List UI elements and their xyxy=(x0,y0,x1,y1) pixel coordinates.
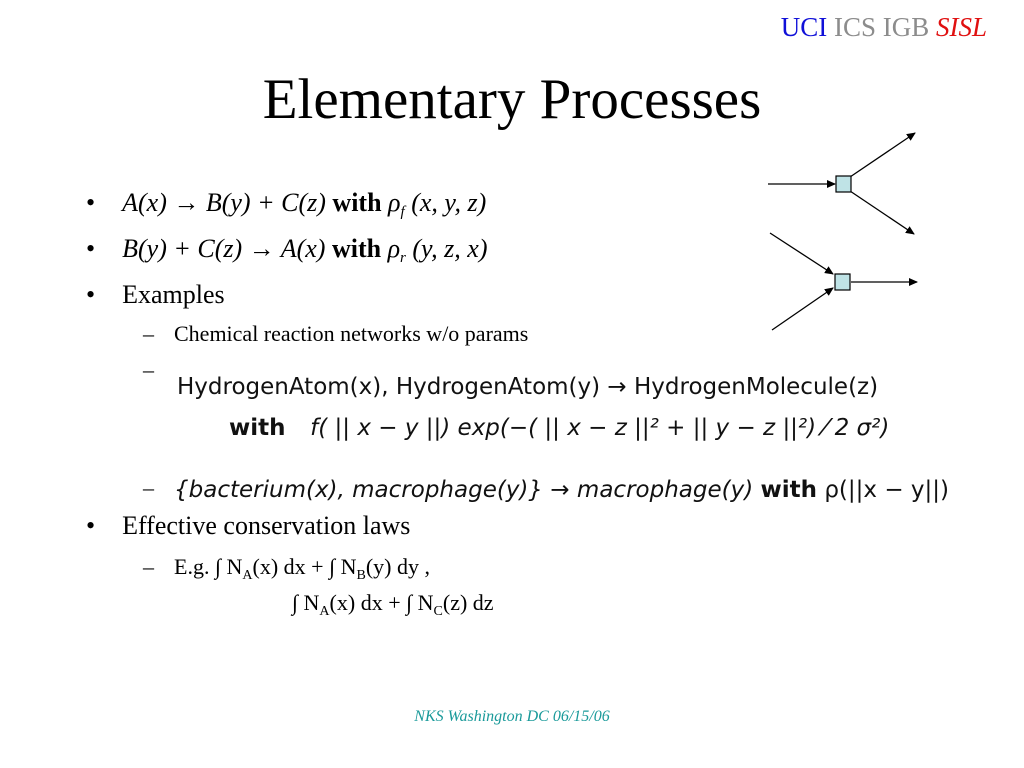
input-arrow-up xyxy=(769,232,834,275)
bacterium-equation: {bacterium(x), macrophage(y)} → macropha… xyxy=(174,477,949,503)
reverse-rho: ρ xyxy=(387,234,401,263)
process-node xyxy=(835,175,852,193)
reverse-rho-subscript: r xyxy=(400,250,406,266)
process-diagrams xyxy=(768,132,918,331)
chemical-networks-text: Chemical reaction networks w/o params xyxy=(174,321,529,346)
output-arrow-down xyxy=(849,190,915,235)
forward-process-expression: A(x) → B(y) + C(z) xyxy=(122,188,326,217)
example-chemical-networks: – Chemical reaction networks w/o params xyxy=(143,320,528,348)
output-arrow-up xyxy=(849,132,916,178)
conservation-example-line1: – E.g. ∫ NA(x) dx + ∫ NB(y) dy , xyxy=(143,553,430,590)
n-symbol: N xyxy=(340,554,357,579)
footer-text: NKS Washington DC 06/15/06 xyxy=(414,708,610,725)
n-symbol: N xyxy=(417,590,434,615)
hydrogen-equation-line1: HydrogenAtom(x), HydrogenAtom(y) → Hydro… xyxy=(177,374,878,400)
hydrogen-rate-expression: f( || x − y ||) exp(−( || x − z ||² + ||… xyxy=(310,415,890,441)
process-node xyxy=(834,273,851,291)
term-ax: (x) dx + xyxy=(252,554,330,579)
examples-label: Examples xyxy=(122,280,225,309)
term-by: (y) dy , xyxy=(365,554,430,579)
integral-symbol: ∫ xyxy=(329,554,336,579)
logo-sisl: SISL xyxy=(935,12,987,42)
bullet-marker: • xyxy=(86,188,96,217)
dash-marker: – xyxy=(143,357,154,382)
integral-symbol: ∫ xyxy=(292,590,299,615)
bacterium-with-label: with xyxy=(760,477,818,503)
bullet-marker: • xyxy=(86,280,96,309)
subscript-b: B xyxy=(356,568,366,583)
forward-args: (x, y, z) xyxy=(404,188,487,217)
bacterium-rate: ρ(||x − y||) xyxy=(824,477,949,503)
hydrogen-equation-line2: with f( || x − y ||) exp(−( || x − z ||²… xyxy=(229,415,889,441)
subscript-a: A xyxy=(319,604,330,619)
n-symbol: N xyxy=(226,554,243,579)
conservation-laws-label: Effective conservation laws xyxy=(122,511,411,540)
dash-marker: – xyxy=(143,554,154,579)
term-cz: (z) dz xyxy=(442,590,494,615)
term-ax2: (x) dx + xyxy=(329,590,407,615)
subscript-a: A xyxy=(242,568,253,583)
reverse-process-expression: B(y) + C(z) → A(x) xyxy=(122,234,326,263)
slide-title: Elementary Processes xyxy=(262,68,762,131)
dash-marker: – xyxy=(143,475,154,500)
bullet-reverse-process: • B(y) + C(z) → A(x) with ρr (y, z, x) xyxy=(86,233,487,274)
forward-process-diagram xyxy=(768,132,916,235)
dash-marker: – xyxy=(143,321,154,346)
header-logo: UCI ICS IGB SISL xyxy=(781,12,987,43)
logo-uci: UCI xyxy=(780,12,828,42)
bullet-conservation-laws: • Effective conservation laws xyxy=(86,510,410,542)
integral-symbol: ∫ xyxy=(406,590,413,615)
conservation-example-line2: ∫ NA(x) dx + ∫ NC(z) dz xyxy=(292,589,494,626)
bullet-marker: • xyxy=(86,234,96,263)
subscript-c: C xyxy=(433,604,443,619)
hydrogen-with-label: with xyxy=(229,415,286,441)
bullet-examples: • Examples xyxy=(86,279,225,311)
input-arrow-down xyxy=(771,287,834,331)
reverse-args: (y, z, x) xyxy=(405,234,488,263)
reverse-process-diagram xyxy=(769,232,918,331)
bacterium-reaction: {bacterium(x), macrophage(y)} → macropha… xyxy=(174,477,754,503)
reverse-with-label: with xyxy=(331,234,382,263)
n-symbol: N xyxy=(303,590,320,615)
bullet-marker: • xyxy=(86,511,96,540)
bullet-forward-process: • A(x) → B(y) + C(z) with ρf (x, y, z) xyxy=(86,187,486,228)
forward-with-label: with xyxy=(332,188,382,217)
eg-label: E.g. xyxy=(174,554,210,579)
forward-rho: ρ xyxy=(388,188,401,217)
hydrogen-reaction: HydrogenAtom(x), HydrogenAtom(y) → Hydro… xyxy=(177,374,879,400)
forward-rho-subscript: f xyxy=(400,204,405,220)
logo-ics-igb: ICS IGB xyxy=(833,12,930,42)
integral-symbol: ∫ xyxy=(214,554,221,579)
